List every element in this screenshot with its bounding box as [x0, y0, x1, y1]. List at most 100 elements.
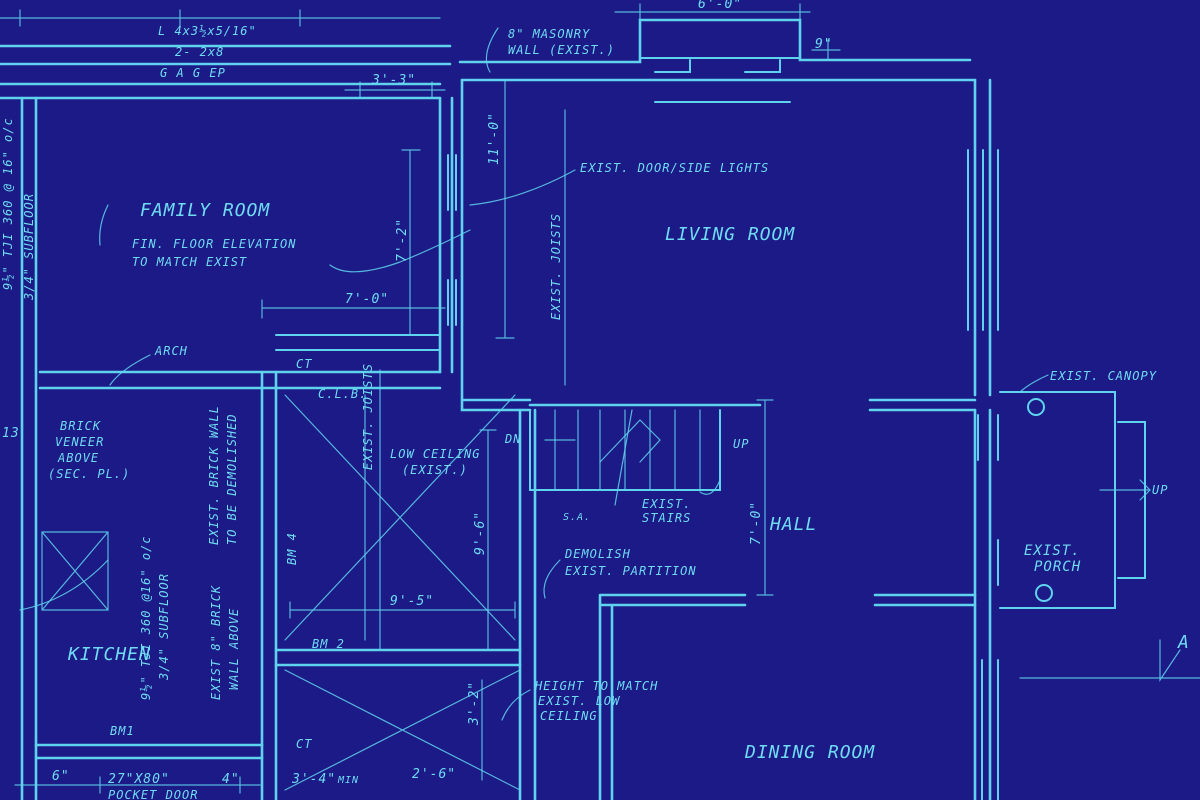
dim-label-33: 3'-3": [371, 73, 416, 88]
room-living: LIVING ROOM: [665, 224, 795, 245]
note-joists-stair: EXIST. JOISTS: [361, 363, 375, 470]
note-ct-lower: CT: [296, 737, 312, 751]
stair-treads: [554, 409, 701, 491]
note-brick-above-1: EXIST 8" BRICK: [209, 585, 223, 700]
dim-label-96: 9'-6": [473, 511, 488, 555]
leader-kitchen: [19, 559, 109, 611]
note-ceiling-3: CEILING: [540, 709, 598, 723]
dim-95: [289, 601, 516, 619]
leader-demolish: [543, 559, 561, 599]
note-low-ceiling-1: LOW CEILING: [390, 447, 480, 461]
note-bm4: BM 4: [285, 532, 299, 565]
note-brick-2: VENEER: [55, 435, 104, 449]
note-brick-above-2: WALL ABOVE: [227, 608, 241, 690]
wall-family-east: [438, 96, 454, 374]
dim-up-porch: [1099, 479, 1151, 501]
note-demolish-1: DEMOLISH: [564, 547, 631, 561]
room-kitchen: KITCHEN: [67, 644, 151, 665]
note-dn: DN: [504, 432, 521, 446]
note-arch: ARCH: [154, 344, 188, 358]
header-core: [275, 334, 441, 351]
dim-label-pocket: POCKET DOOR: [108, 788, 198, 800]
dim-11: [495, 79, 515, 339]
porch-outline: [999, 391, 1116, 609]
note-joists-living: EXIST. JOISTS: [549, 213, 563, 320]
note-up-stair: UP: [733, 437, 749, 451]
note-demolish-2: EXIST. PARTITION: [565, 564, 697, 578]
x-kitchen: [41, 531, 109, 611]
x-marks: [41, 369, 521, 791]
note-masonry-2: WALL (EXIST.): [508, 43, 615, 57]
dim-label-13: 13: [2, 426, 20, 441]
note-stairs-2: STAIRS: [642, 511, 691, 525]
note-lintel: L 4x3½x5/16": [158, 24, 257, 38]
leader-elevation: [329, 229, 471, 273]
dim-label-34: 3'-4": [291, 772, 336, 787]
room-porch-line1: EXIST.: [1024, 543, 1081, 559]
note-ceiling-1: HEIGHT TO MATCH: [534, 679, 658, 693]
note-ct-upper: CT: [296, 357, 312, 371]
wall-dining-west: [598, 593, 747, 800]
dim-label-26: 2'-6": [412, 767, 456, 782]
note-door-sidelights: EXIST. DOOR/SIDE LIGHTS: [580, 161, 769, 175]
dim-label-11: 11'-0": [487, 112, 502, 165]
annotations: L 4x3½x5/16" 2- 2x8 G A G EP 8" MASONRY …: [1, 24, 1190, 751]
dimension-lines: [0, 3, 1200, 794]
wall-core-west: [260, 370, 278, 800]
window-dining-east: [981, 659, 999, 800]
note-section-a: A: [1177, 632, 1190, 653]
note-subfloor-kitchen: 3/4" SUBFLOOR: [157, 573, 171, 681]
dim-label-32: 3'-2": [467, 681, 482, 726]
note-up-porch: UP: [1152, 483, 1168, 497]
window-hall-east: [974, 414, 999, 586]
dim-label-6in: 6": [52, 769, 70, 784]
wall-family-west: [20, 96, 38, 800]
wall-living-east: [460, 78, 992, 397]
note-header-spec: G A G EP: [160, 66, 226, 80]
wall-family-south: [38, 370, 442, 390]
dim-label-95: 9'-5": [390, 594, 434, 609]
note-brick-demo-2: TO BE DEMOLISHED: [225, 413, 239, 545]
window-living-east: [967, 149, 999, 331]
leader-masonry: [485, 27, 499, 73]
note-ceiling-2: EXIST. LOW: [538, 694, 621, 708]
dim-label-door: 27"X80": [108, 772, 170, 787]
room-porch-line2: PORCH: [1034, 559, 1081, 575]
dim-70: [261, 299, 446, 319]
room-hall: HALL: [769, 514, 817, 535]
dim-70-hall: [756, 399, 774, 596]
wall-stair-west: [518, 408, 537, 800]
dim-label-9in: 9": [815, 37, 833, 52]
stair-break: [614, 409, 721, 506]
leader-arch: [109, 354, 151, 386]
note-brick-4: (SEC. PL.): [48, 467, 130, 481]
joist-lines: [364, 369, 381, 651]
dimension-labels: 9" 6'-0" 3'-3" 11'-0" 7'-2" 7'-0" 9'-6" …: [2, 0, 833, 800]
dim-9in: [811, 39, 841, 61]
fireplace-outline: [639, 57, 801, 103]
room-family: FAMILY ROOM: [140, 200, 270, 221]
room-labels: FAMILY ROOM LIVING ROOM KITCHEN HALL DIN…: [67, 200, 1081, 763]
note-bm2: BM 2: [312, 637, 345, 651]
dim-label-6ft: 6'-0": [698, 0, 742, 12]
note-elevation-1: FIN. FLOOR ELEVATION: [132, 237, 297, 251]
dim-bottom: [14, 776, 261, 794]
wall-dining-east: [973, 408, 992, 800]
leaders: [19, 27, 1049, 721]
note-subfloor-left: 3/4" SUBFLOOR: [22, 193, 36, 301]
dim-72: [401, 149, 421, 336]
wall-dining-north: [873, 593, 977, 607]
wall-living-south: [868, 398, 977, 412]
dim-33: [344, 81, 446, 99]
note-stairs-1: EXIST.: [642, 497, 691, 511]
x-lower: [284, 669, 521, 791]
wall-kitchen-south: [34, 743, 264, 760]
dim-96: [479, 429, 497, 651]
room-dining: DINING ROOM: [744, 742, 875, 763]
walls: [0, 18, 1146, 800]
dim-label-72: 7'-2": [395, 218, 410, 262]
porch-step: [1117, 421, 1146, 579]
note-elevation-2: TO MATCH EXIST: [132, 255, 247, 269]
note-tji-left: 9½" TJI 360 @ 16" o/c: [1, 117, 15, 290]
